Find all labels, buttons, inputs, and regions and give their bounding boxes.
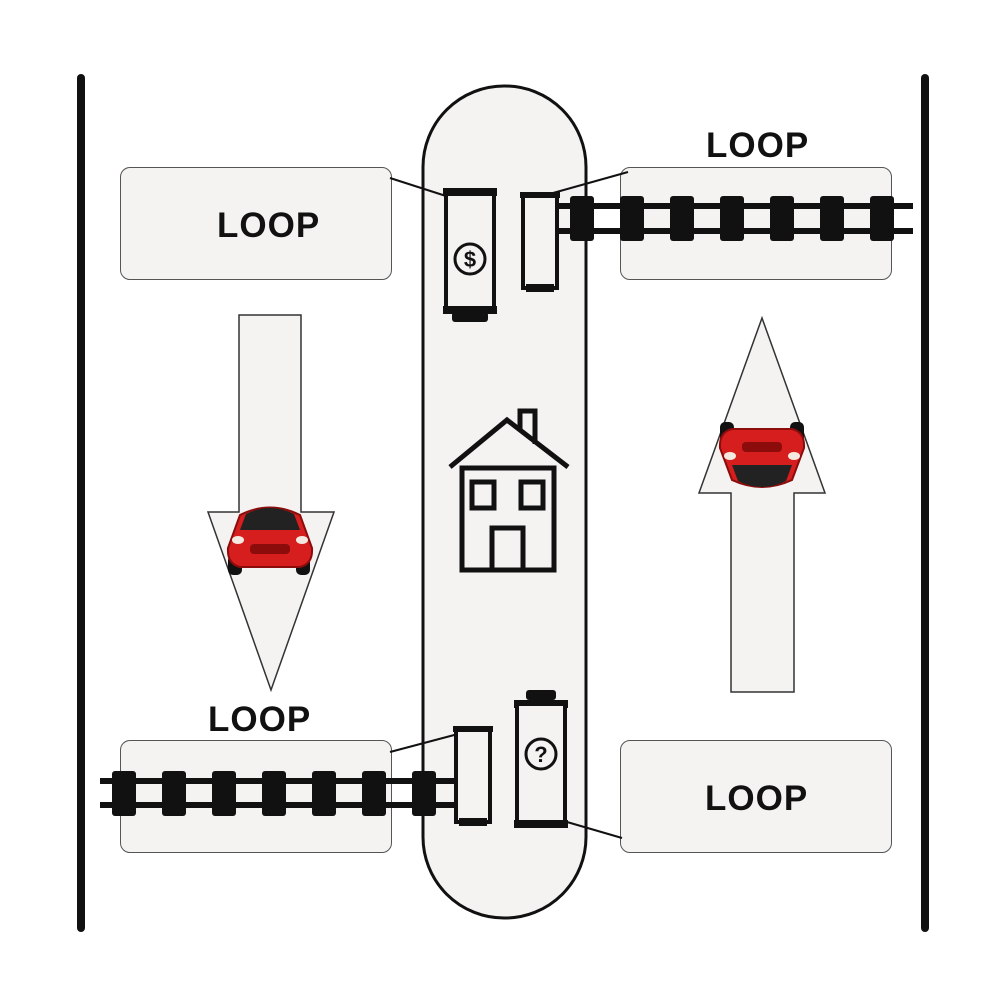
rail-car-dollar: $ xyxy=(443,188,497,322)
left-rail xyxy=(77,74,85,932)
red-car-icon xyxy=(718,422,806,488)
red-car-icon xyxy=(226,506,314,575)
loop-label-bottom-right: LOOP xyxy=(705,779,809,818)
railroad-track-bottom-left xyxy=(100,771,460,816)
loop-label-bottom-left: LOOP xyxy=(208,700,312,739)
right-rail xyxy=(921,74,929,932)
loop-label-top-left: LOOP xyxy=(217,206,321,245)
svg-text:?: ? xyxy=(534,742,547,767)
rail-car-bottom-left xyxy=(453,726,493,826)
connector-top-right xyxy=(552,171,629,194)
house-icon xyxy=(448,408,570,573)
down-arrow xyxy=(206,314,336,693)
question-mark-icon xyxy=(524,737,558,771)
rail-car-top-right xyxy=(520,192,560,292)
rail-car-question: ? xyxy=(514,690,568,828)
connector-top-left xyxy=(389,177,447,197)
up-arrow xyxy=(697,315,827,693)
loop-box-bottom-right: LOOP xyxy=(620,740,892,853)
connector-bottom-left xyxy=(389,733,459,753)
loop-label-top-right: LOOP xyxy=(706,126,810,165)
railroad-track-top-right xyxy=(553,196,913,241)
svg-text:$: $ xyxy=(464,247,476,272)
dollar-sign-icon xyxy=(453,242,487,276)
connector-bottom-right xyxy=(566,821,623,839)
loop-box-top-left: LOOP xyxy=(120,167,392,280)
